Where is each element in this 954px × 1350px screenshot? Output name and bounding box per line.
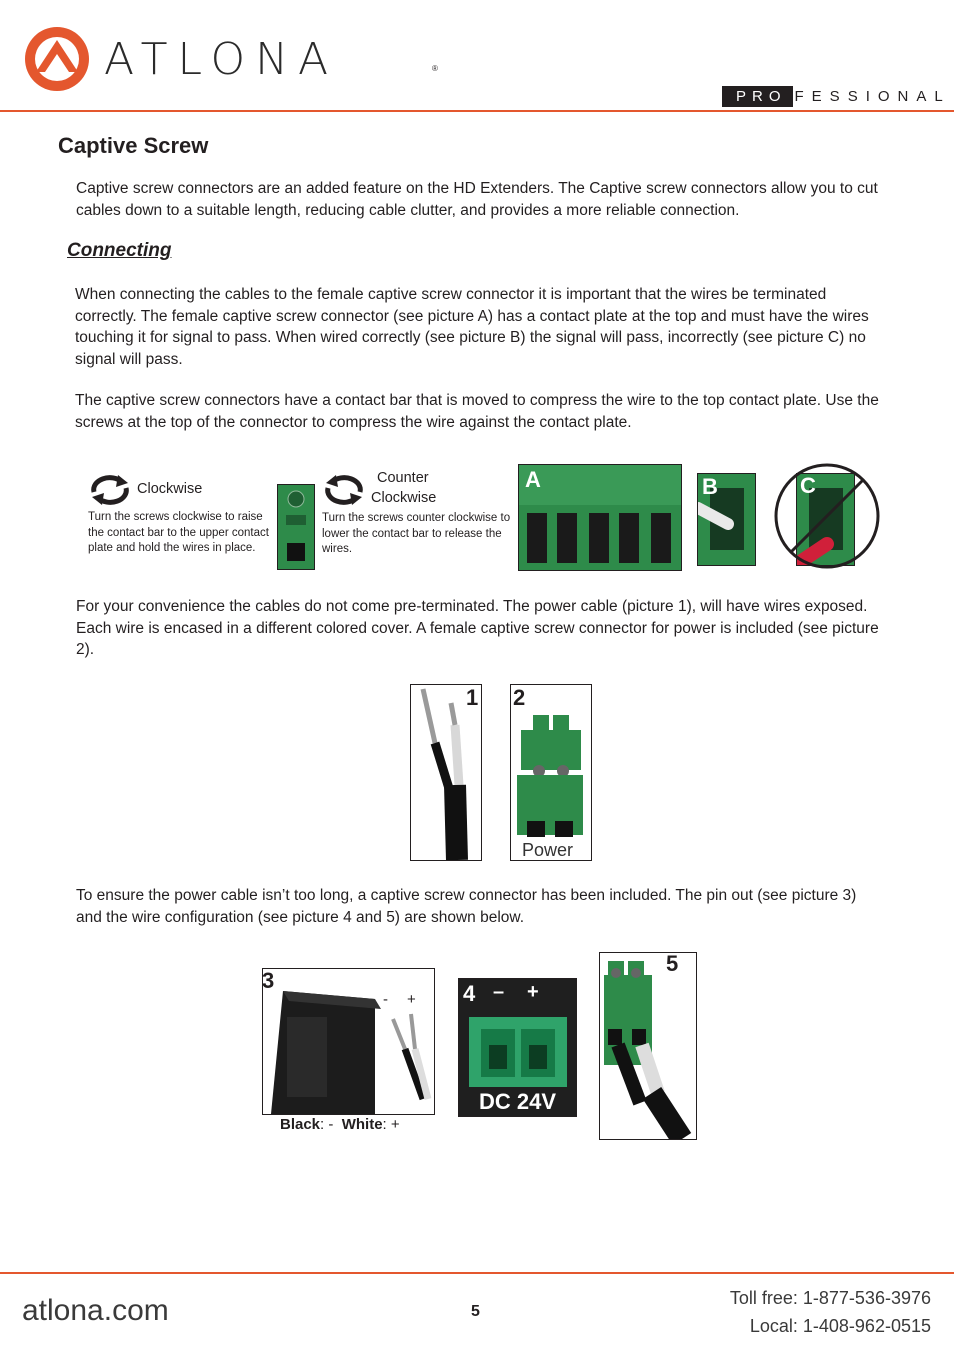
- connecting-paragraph-4: To ensure the power cable isn’t too long…: [76, 887, 857, 926]
- header-rule: [0, 110, 954, 112]
- footer-rule: [0, 1272, 954, 1274]
- picture-3-minus-sign: -: [383, 991, 388, 1008]
- picture-c-incorrect-wiring: C: [774, 463, 880, 569]
- professional-prefix: PRO: [722, 85, 793, 107]
- counter-label-line-1: Counter: [377, 470, 429, 486]
- connecting-paragraph-3: For your convenience the cables do not c…: [76, 598, 879, 658]
- picture-4-minus-sign: –: [493, 981, 505, 1003]
- picture-4-plus-sign: +: [527, 981, 539, 1003]
- picture-2-power-connector: 2 Power: [510, 684, 592, 861]
- picture-1-power-cable: 1: [410, 684, 482, 861]
- clockwise-icon: [91, 475, 129, 505]
- connecting-paragraph-1: When connecting the cables to the female…: [75, 286, 869, 368]
- picture-4-label: 4: [463, 981, 476, 1006]
- toll-free-number: Toll free: 1-877-536-3976: [729, 1288, 931, 1308]
- professional-suffix: FESSIONAL: [794, 87, 951, 105]
- clockwise-description: Turn the screws clockwise to raise the c…: [88, 511, 269, 554]
- professional-badge: PRO FESSIONAL: [722, 85, 951, 107]
- picture-4-dc-port: 4 – + DC 24V: [458, 978, 577, 1117]
- picture-3-plus-sign: +: [407, 991, 416, 1008]
- picture-4-dc-label: DC 24V: [479, 1089, 557, 1114]
- picture-a-label: A: [525, 467, 541, 492]
- counter-label-line-2: Clockwise: [371, 490, 437, 506]
- picture-2-label: 2: [513, 685, 526, 710]
- atlona-logo-mark-icon: [25, 27, 89, 91]
- picture-a-connector: A: [518, 464, 682, 571]
- logo-wordmark: ATLONA: [104, 34, 339, 85]
- picture-c-label: C: [800, 473, 816, 498]
- prohibited-icon: [774, 463, 880, 569]
- counter-clockwise-icon: [325, 475, 363, 505]
- intro-paragraph: Captive screw connectors are an added fe…: [76, 180, 878, 219]
- picture-3-label: 3: [262, 968, 275, 993]
- counter-clockwise-description: Turn the screws counter clockwise to low…: [322, 512, 511, 555]
- black-wire-label: Black: [280, 1116, 321, 1133]
- connector-side-image: [277, 484, 315, 570]
- footer-contact: Toll free: 1-877-536-3976 Local: 1-408-9…: [730, 1284, 931, 1340]
- picture-2-caption: Power: [522, 840, 574, 860]
- picture-b-label: B: [702, 474, 718, 499]
- page-title: Captive Screw: [58, 133, 209, 158]
- picture-3-power-supply: 3 - +: [262, 968, 435, 1115]
- page-number: 5: [471, 1303, 480, 1320]
- local-number: Local: 1-408-962-0515: [749, 1316, 931, 1336]
- connecting-heading: Connecting: [67, 240, 172, 261]
- black-wire-sign: : -: [320, 1116, 334, 1133]
- picture-b-correct-wiring: B: [697, 473, 756, 566]
- logo-registered-mark: ®: [432, 64, 438, 73]
- connecting-paragraph-2: The captive screw connectors have a cont…: [75, 392, 879, 431]
- footer-url: atlona.com: [22, 1294, 169, 1327]
- picture-1-label: 1: [466, 685, 479, 710]
- picture-5-label: 5: [666, 952, 679, 976]
- white-wire-sign: : +: [382, 1116, 400, 1133]
- clockwise-label: Clockwise: [137, 481, 203, 497]
- white-wire-label: White: [341, 1116, 383, 1133]
- picture-3-caption: Black: - White: +: [280, 1116, 400, 1133]
- atlona-logo: ATLONA ®: [22, 24, 442, 94]
- picture-5-wired-connector: 5: [599, 952, 697, 1140]
